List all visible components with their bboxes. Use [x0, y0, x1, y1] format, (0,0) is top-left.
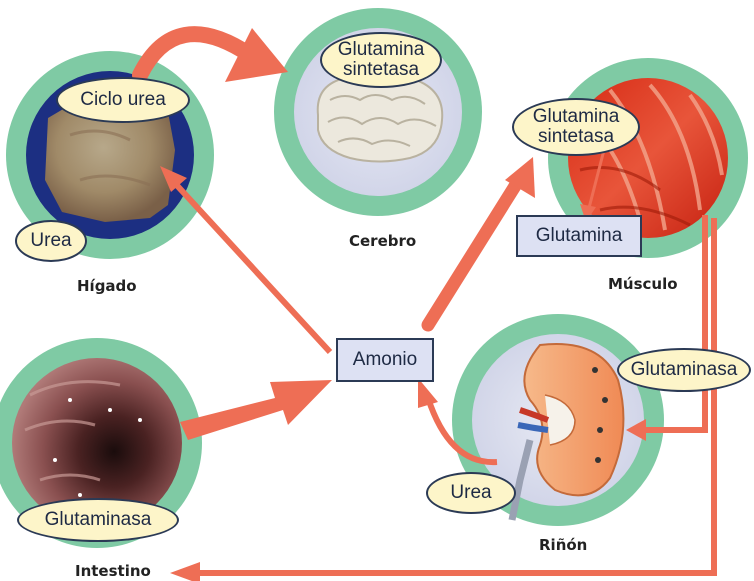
muscle-enzyme-line-1: Glutamina: [533, 107, 620, 127]
brain-enzyme-line-1: Glutamina: [338, 40, 425, 60]
muscle-label: Músculo: [608, 275, 678, 293]
amonio-box: Amonio: [336, 338, 434, 382]
arrow-amonio-to-musculo: [428, 178, 520, 325]
muscle-enzyme-line-2: sintetasa: [533, 127, 620, 147]
glutaminasa-kidney-bubble: Glutaminasa: [617, 348, 751, 392]
glutamina-box: Glutamina: [516, 215, 642, 257]
urea-liver-bubble: Urea: [15, 220, 87, 262]
glutaminasa-intestine-bubble: Glutaminasa: [17, 498, 179, 542]
arrowhead-rinon-to-amonio: [418, 378, 438, 408]
arrow-intestino-to-amonio: [180, 380, 332, 440]
arrowhead-higado-to-cerebro: [225, 28, 288, 82]
ciclo-urea-label: Ciclo urea: [80, 90, 166, 110]
urea-liver-label: Urea: [30, 231, 71, 251]
glutaminasa-kidney-label: Glutaminasa: [631, 360, 738, 380]
arrow-amonio-to-higado: [172, 180, 330, 352]
ciclo-urea-bubble: Ciclo urea: [56, 77, 190, 123]
liver-label: Hígado: [77, 277, 137, 295]
brain-enzyme-line-2: sintetasa: [338, 60, 425, 80]
urea-kidney-label: Urea: [450, 483, 491, 503]
kidney-label: Riñón: [539, 536, 587, 554]
amonio-label: Amonio: [353, 349, 417, 371]
intestine-label: Intestino: [75, 562, 151, 580]
arrowhead-musculo-to-intestino: [170, 562, 200, 581]
brain-enzyme-bubble: Glutamina sintetasa: [320, 32, 442, 88]
glutaminasa-intestine-label: Glutaminasa: [45, 510, 152, 530]
urea-kidney-bubble: Urea: [426, 472, 516, 514]
muscle-enzyme-bubble: Glutamina sintetasa: [512, 98, 640, 156]
glutamina-label: Glutamina: [536, 225, 623, 247]
brain-label: Cerebro: [349, 232, 416, 250]
